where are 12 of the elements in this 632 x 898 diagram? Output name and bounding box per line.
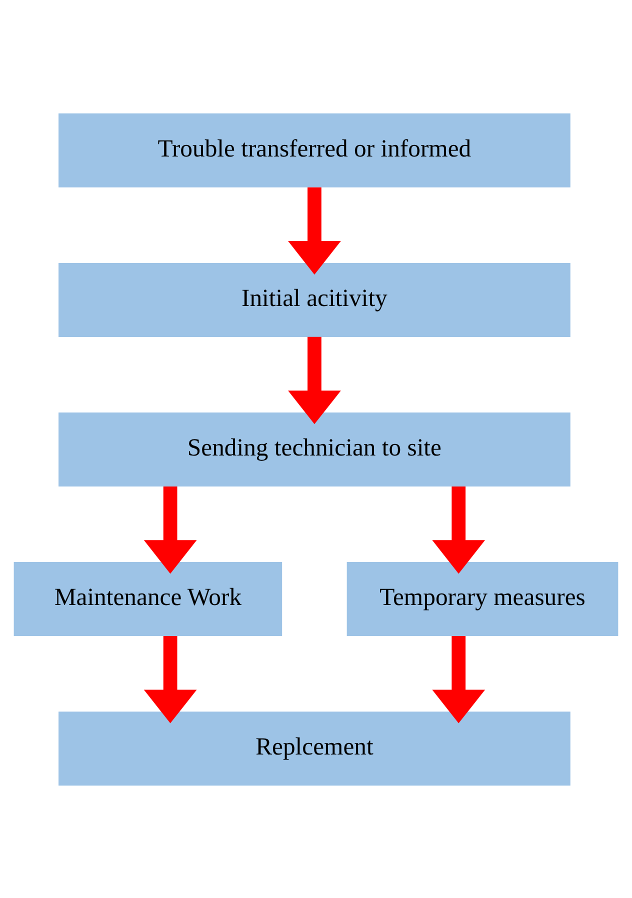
arrow	[288, 336, 341, 424]
node-box: Trouble transferred or informed	[58, 112, 570, 187]
node-box: Replcement	[58, 711, 570, 786]
arrow	[144, 486, 197, 574]
node-box: Initial acitivity	[58, 262, 570, 336]
arrow	[432, 486, 486, 574]
arrow	[432, 636, 486, 723]
arrow	[288, 186, 341, 274]
node-box: Temporary measures	[346, 562, 618, 636]
node-box: Sending technician to site	[58, 412, 570, 486]
arrow	[144, 636, 197, 723]
node-box: Maintenance Work	[14, 562, 282, 636]
